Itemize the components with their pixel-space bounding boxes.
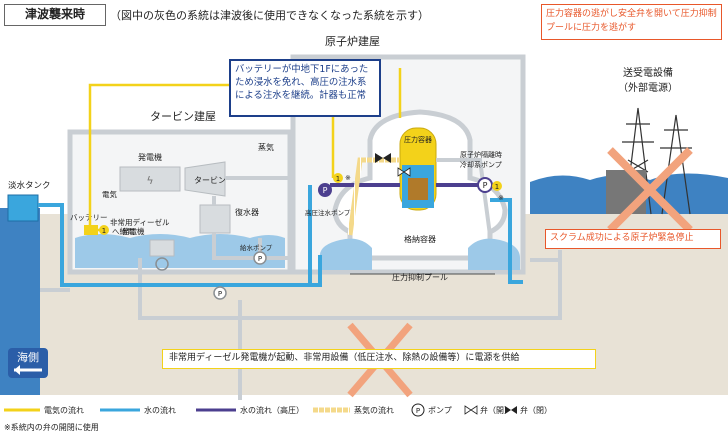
legend-hp-water: 水の流れ（高圧） xyxy=(240,405,304,415)
turbine-label: タービン xyxy=(194,176,226,185)
emergency-diesel-label-2: 発電機 xyxy=(122,226,145,236)
valve-open-icon xyxy=(397,167,411,177)
feedwater-pump: P xyxy=(253,251,267,265)
svg-text:1: 1 xyxy=(102,227,106,235)
pressure-vessel-label: 圧力容器 xyxy=(404,135,432,144)
disabled-cross-icon xyxy=(607,147,693,233)
transmission-label-2: （外部電源） xyxy=(618,81,678,94)
freshwater-tank xyxy=(7,194,39,222)
turbine xyxy=(184,161,226,197)
suppression-pool-left xyxy=(319,238,372,270)
emergency-diesel-label-1: 非常用ディーゼル xyxy=(110,217,170,227)
relief-valve-callout: 圧力容器の逃がし安全弁を開いて圧力抑制プールに圧力を逃がす xyxy=(541,4,722,40)
steam-label: 蒸気 xyxy=(258,142,274,152)
legend-pump: ポンプ xyxy=(428,406,452,415)
legend: P xyxy=(4,403,517,417)
suppression-pool-right xyxy=(468,238,520,270)
svg-text:P: P xyxy=(483,181,488,190)
rcic-pump: P xyxy=(477,177,493,193)
emergency-diesel-generator xyxy=(149,239,175,257)
sea-side-label: 海側 xyxy=(17,350,39,364)
rcic-label-1: 原子炉隔離時 xyxy=(460,150,502,159)
bottom-pump: P xyxy=(213,286,227,300)
electric-label: 電気 xyxy=(102,189,117,199)
hp-injection-pump: P xyxy=(318,183,332,197)
scram-callout: スクラム成功による原子炉緊急停止 xyxy=(545,229,721,249)
legend-band xyxy=(0,395,728,437)
marker-1-rcic: 1 xyxy=(492,181,502,191)
reactor-building-label: 原子炉建屋 xyxy=(325,34,380,48)
freshwater-tank-label: 淡水タンク xyxy=(8,180,51,191)
hp-injection-pump-label: 高圧注水ポンプ xyxy=(305,208,351,217)
generator xyxy=(119,166,181,192)
legend-steam: 蒸気の流れ xyxy=(354,405,394,415)
svg-text:P: P xyxy=(218,290,222,298)
rcic-asterisk: ※ xyxy=(498,194,504,202)
battery-icon xyxy=(84,225,98,235)
legend-water: 水の流れ xyxy=(144,405,176,415)
suppression-pool-label: 圧力抑制プール xyxy=(392,272,448,282)
valve-closed-icon xyxy=(375,153,391,163)
svg-text:1: 1 xyxy=(336,175,340,183)
diesel-motor xyxy=(155,257,169,271)
sea-side-arrowhead xyxy=(14,365,20,375)
marker-1-battery: 1 xyxy=(99,225,109,235)
header-note: （図中の灰色の系統は津波後に使用できなくなった系統を示す） xyxy=(110,9,429,22)
svg-text:P: P xyxy=(323,186,328,195)
diesel-callout: 非常用ディーゼル発電機が起動、非常用設備（低圧注水、除熱の設備等）に電源を供給 xyxy=(162,349,596,369)
condenser xyxy=(199,204,231,234)
svg-text:1: 1 xyxy=(495,183,499,191)
generator-label: 発電機 xyxy=(138,152,162,162)
condenser-label: 復水器 xyxy=(235,207,259,217)
header-badge: 津波襲来時 xyxy=(4,4,106,26)
hp-pump-asterisk: ※ xyxy=(345,174,351,182)
legend-electric: 電気の流れ xyxy=(44,405,84,415)
feedwater-pump-label: 給水ポンプ xyxy=(240,243,273,252)
power-supply-label: へ給電 xyxy=(112,226,135,236)
svg-text:P: P xyxy=(258,255,262,263)
legend-pump-symbol: P xyxy=(416,407,420,415)
footnote: ※系統内の弁の開閉に使用 xyxy=(4,422,99,432)
containment-label: 格納容器 xyxy=(404,234,436,244)
rcic-steam-unused xyxy=(436,158,492,236)
turbine-building-label: タービン建屋 xyxy=(150,109,216,123)
legend-valve-open: 弁（開） xyxy=(480,405,512,415)
transmission-label-1: 送受電設備 xyxy=(623,66,673,79)
rcic-label-2: 冷却系ポンプ xyxy=(460,160,502,169)
battery-callout: バッテリーが中地下1Fにあったため浸水を免れ、高圧の注水系による注水を継続。計器… xyxy=(229,59,381,117)
water-flow xyxy=(38,185,523,287)
marker-1-hp-pump: 1 xyxy=(333,173,343,183)
lightning-icon: ϟ xyxy=(146,174,153,187)
legend-valve-closed: 弁（閉） xyxy=(520,405,552,415)
reactor-core xyxy=(408,178,428,200)
